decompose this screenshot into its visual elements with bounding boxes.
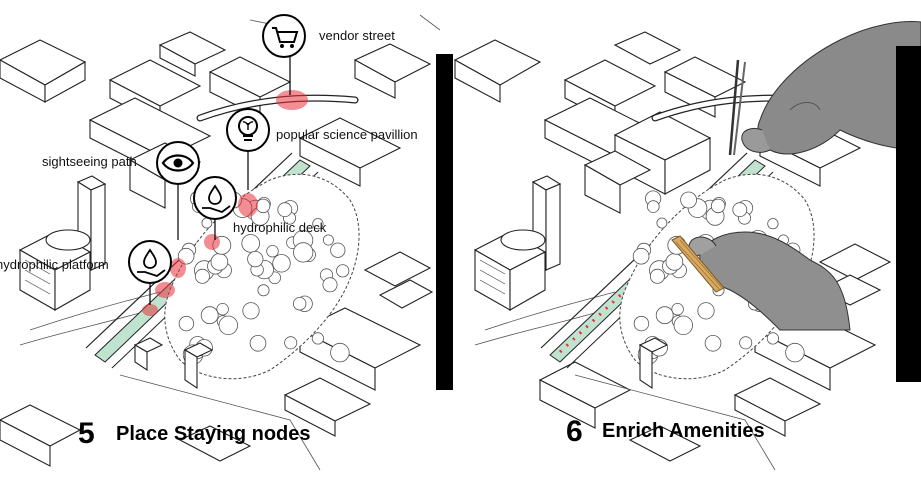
step-title-5: Place Staying nodes: [116, 423, 311, 445]
tree-canopy: [767, 333, 778, 344]
tree-canopy: [323, 278, 337, 292]
panel-5: vendor street popular science pavillion …: [0, 15, 453, 470]
step-number-5: 5: [78, 417, 95, 450]
eye-icon: [157, 142, 199, 184]
tree-canopy: [768, 219, 778, 229]
tree-canopy: [323, 235, 333, 245]
tree-canopy: [650, 269, 664, 283]
tree-canopy: [331, 343, 350, 362]
tree-canopy: [258, 285, 269, 296]
tree-canopy: [705, 335, 721, 351]
tree-canopy: [250, 335, 266, 351]
tree-canopy: [294, 243, 313, 262]
tree-canopy: [219, 316, 238, 335]
label-vendor-street: vendor street: [319, 28, 395, 43]
tree-canopy: [698, 303, 714, 319]
lightbulb-plant-icon: [227, 109, 269, 151]
vertical-bar-6: [896, 46, 921, 382]
tree-canopy: [242, 235, 260, 253]
tree-canopy: [657, 218, 667, 228]
step-number-6: 6: [566, 415, 583, 448]
water-hand-icon: [129, 241, 171, 283]
tree-canopy: [243, 303, 259, 319]
label-hydrophilic-platform: hydrophilic platform: [0, 257, 109, 272]
tree-canopy: [681, 192, 697, 208]
tree-canopy: [666, 254, 683, 271]
tree-canopy: [711, 199, 725, 213]
tower-building-5: [20, 176, 105, 310]
tree-canopy: [337, 265, 349, 277]
step-title-6: Enrich Amenities: [602, 420, 765, 442]
shopping-cart-icon: [263, 15, 305, 57]
tree-canopy: [634, 316, 649, 331]
tree-canopy: [786, 343, 805, 362]
tower-building-6: [475, 176, 560, 310]
vertical-bar-5: [436, 54, 453, 390]
tree-canopy: [267, 245, 279, 257]
tree-canopy: [656, 307, 673, 324]
tree-canopy: [285, 337, 297, 349]
tree-canopy: [211, 254, 228, 271]
tree-canopy: [248, 251, 263, 266]
tree-canopy: [179, 316, 194, 331]
tree-canopy: [647, 201, 659, 213]
tree-canopy: [674, 316, 693, 335]
tree-canopy: [256, 199, 270, 213]
tree-canopy: [633, 248, 649, 264]
tree-canopy: [201, 307, 218, 324]
tree-canopy: [331, 243, 345, 257]
tree-canopy: [293, 297, 306, 310]
panel-6: 6 Enrich Amenities: [455, 22, 921, 470]
label-sightseeing-path: sightseeing path: [42, 154, 137, 169]
tree-canopy: [733, 203, 747, 217]
label-hydrophilic-deck: hydrophilic deck: [233, 220, 327, 235]
label-popular-science-pavillion: popular science pavillion: [276, 127, 418, 142]
hand-with-tweezers: [730, 22, 921, 155]
tree-canopy: [672, 303, 684, 315]
tree-canopy: [217, 303, 229, 315]
tree-canopy: [278, 203, 292, 217]
tree-canopy: [273, 254, 291, 272]
water-hand-icon: [194, 177, 236, 219]
tree-canopy: [740, 337, 752, 349]
tree-canopy: [195, 269, 209, 283]
tree-canopy: [312, 333, 323, 344]
